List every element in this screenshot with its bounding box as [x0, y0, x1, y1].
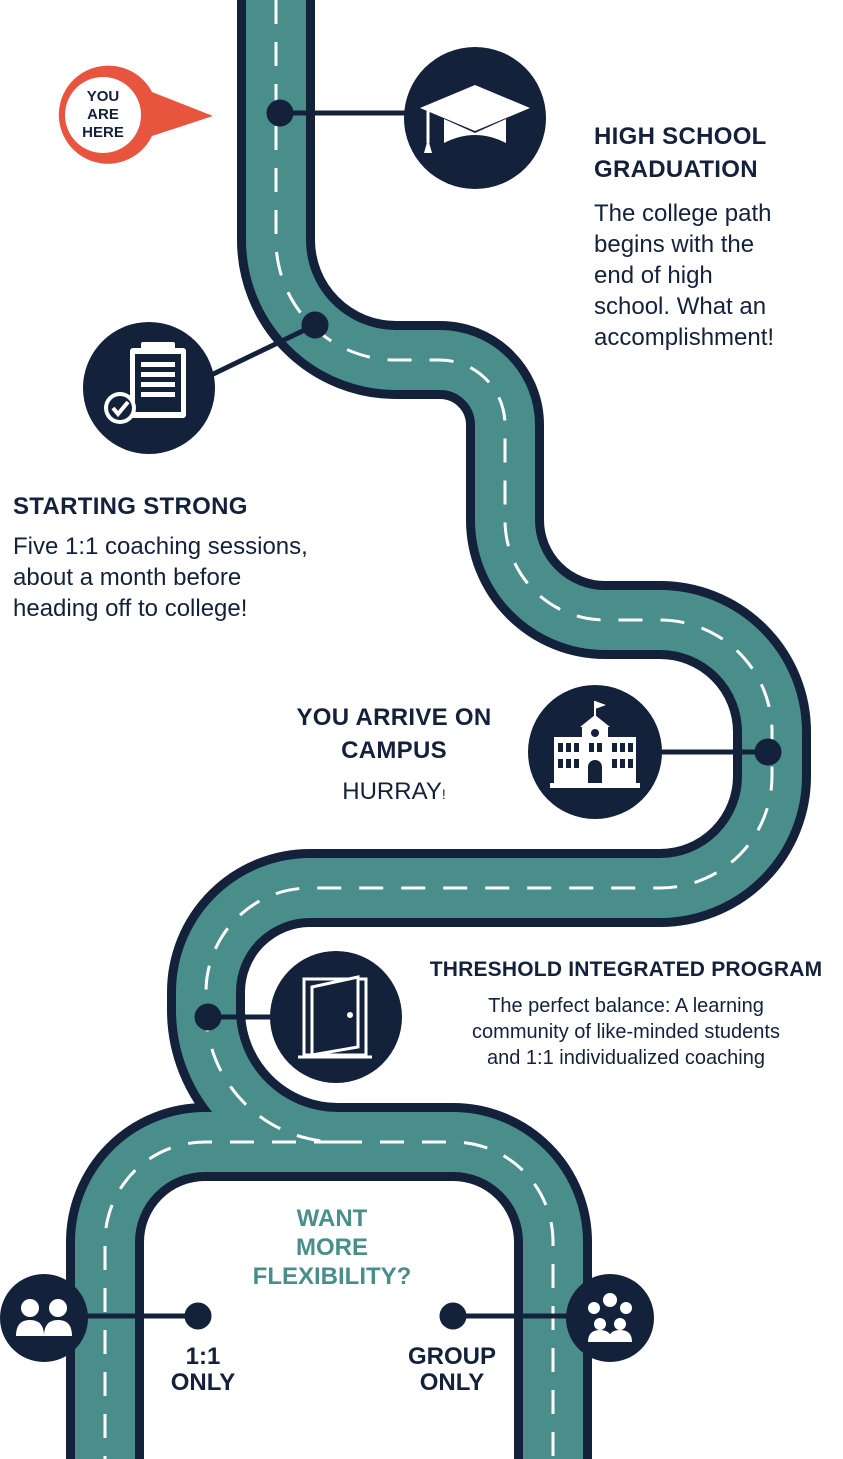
starting-connector [203, 322, 317, 381]
body-line: heading off to college! [13, 595, 248, 622]
question-line: FLEXIBILITY? [252, 1263, 412, 1290]
two-people-icon [0, 1274, 88, 1362]
you-are-here-label: YOU ARE HERE [63, 88, 143, 142]
open-door-icon [270, 951, 402, 1083]
body-line: The perfect balance: A learning [488, 995, 764, 1017]
starting-body: Five 1:1 coaching sessions, about a mont… [13, 531, 373, 624]
starting-title: STARTING STRONG [13, 493, 248, 520]
threshold-title: THRESHOLD INTEGRATED PROGRAM [429, 958, 823, 981]
body-line: Five 1:1 coaching sessions, [13, 533, 308, 560]
clipboard-check-icon [83, 322, 215, 454]
graduation-block: HIGH SCHOOL GRADUATION The college path … [594, 120, 834, 353]
body-line: accomplishment! [594, 324, 775, 351]
flexibility-question: WANT MORE FLEXIBILITY? [222, 1204, 442, 1291]
group-label: GROUP ONLY [392, 1344, 512, 1396]
body-line: and 1:1 individualized coaching [487, 1047, 765, 1069]
one-on-one-label: 1:1 ONLY [153, 1344, 253, 1396]
question-line: WANT [296, 1205, 368, 1232]
campus-title: YOU ARRIVE ON CAMPUS [268, 701, 520, 767]
graduation-dot [266, 99, 294, 127]
one-on-one-dot [184, 1302, 212, 1330]
graduation-body: The college path begins with the end of … [594, 198, 834, 353]
starting-dot [301, 311, 329, 339]
branch-line: ONLY [170, 1369, 236, 1396]
school-building-icon [528, 685, 662, 819]
pin-line: ARE [87, 106, 119, 123]
campus-dot [754, 738, 782, 766]
branch-line: ONLY [419, 1369, 485, 1396]
title-line: CAMPUS [341, 737, 447, 764]
threshold-body: The perfect balance: A learning communit… [410, 993, 842, 1071]
campus-body: HURRAY! [268, 776, 520, 810]
campus-block: YOU ARRIVE ON CAMPUS HURRAY! [268, 701, 520, 810]
body-line: community of like-minded students [472, 1021, 780, 1043]
title-line: GRADUATION [594, 156, 758, 183]
pin-line: YOU [86, 88, 120, 105]
threshold-block: THRESHOLD INTEGRATED PROGRAM The perfect… [410, 956, 842, 1071]
body-line: begins with the [594, 231, 755, 258]
group-dot [439, 1302, 467, 1330]
body-line: about a month before [13, 564, 242, 591]
branch-line: 1:1 [185, 1343, 221, 1370]
threshold-dot [194, 1003, 222, 1031]
body-line: The college path [594, 200, 772, 227]
starting-block: STARTING STRONG Five 1:1 coaching sessio… [13, 490, 373, 624]
graduation-title: HIGH SCHOOL GRADUATION [594, 120, 834, 186]
hurray-text: HURRAY [342, 778, 442, 805]
title-line: HIGH SCHOOL [594, 123, 767, 150]
branch-line: GROUP [407, 1343, 496, 1370]
body-line: end of high [594, 262, 713, 289]
graduation-cap-icon [404, 47, 546, 189]
body-line: school. What an [594, 293, 767, 320]
group-people-icon [566, 1274, 654, 1362]
title-line: YOU ARRIVE ON [296, 704, 492, 731]
pin-line: HERE [82, 124, 124, 141]
question-line: MORE [296, 1234, 368, 1261]
you-are-here-pin [58, 65, 213, 164]
hurray-exclamation: ! [441, 786, 446, 802]
